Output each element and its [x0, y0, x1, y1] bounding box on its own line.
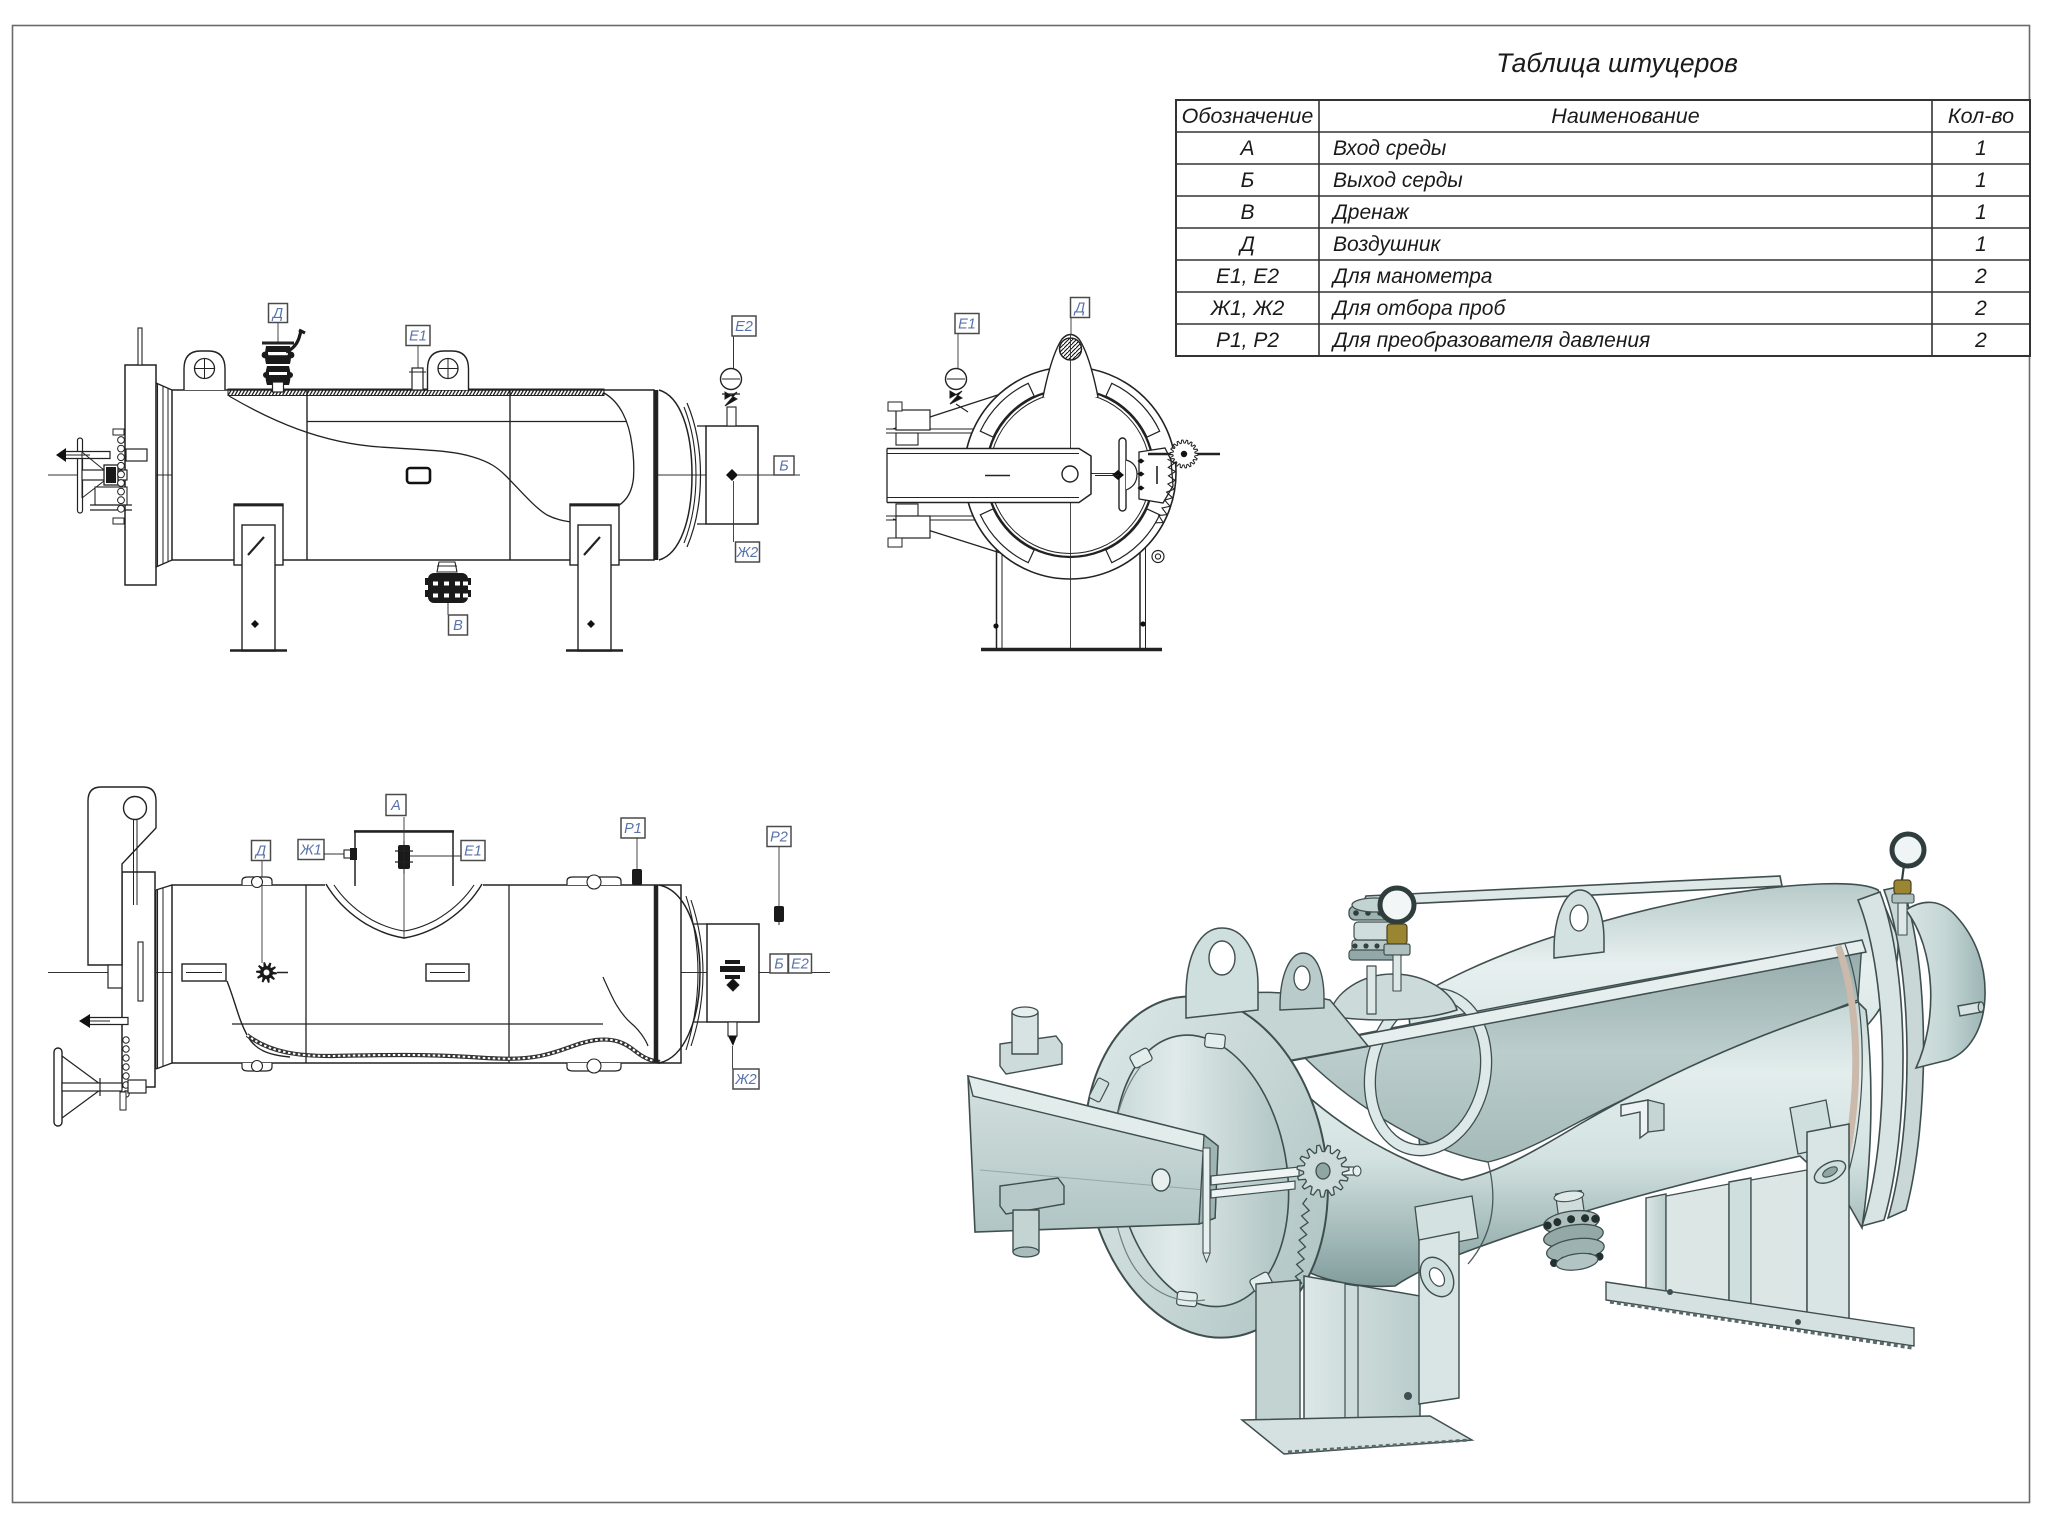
- svg-text:Ж2: Ж2: [736, 545, 758, 561]
- svg-text:В: В: [1240, 201, 1254, 224]
- svg-text:2: 2: [1974, 329, 1987, 352]
- svg-text:Д: Д: [1073, 301, 1085, 317]
- svg-text:Б: Б: [774, 957, 783, 973]
- svg-text:Е1: Е1: [464, 844, 482, 860]
- svg-text:Дренаж: Дренаж: [1331, 201, 1410, 224]
- svg-text:Ж1: Ж1: [299, 843, 321, 859]
- svg-text:Ж2: Ж2: [734, 1072, 756, 1088]
- svg-text:Наименование: Наименование: [1551, 104, 1699, 128]
- svg-text:Для преобразователя давления: Для преобразователя давления: [1331, 329, 1650, 352]
- svg-text:Д: Д: [271, 306, 283, 322]
- svg-text:Д: Д: [254, 844, 266, 860]
- svg-text:Б: Б: [1241, 169, 1255, 192]
- svg-text:1: 1: [1975, 201, 1987, 224]
- svg-text:В: В: [453, 618, 463, 634]
- svg-text:Для отбора проб: Для отбора проб: [1331, 297, 1506, 320]
- svg-text:Р1: Р1: [624, 821, 642, 837]
- svg-text:1: 1: [1975, 233, 1987, 256]
- svg-text:Е2: Е2: [735, 319, 753, 335]
- svg-text:Кол-во: Кол-во: [1948, 104, 2014, 128]
- svg-text:Е2: Е2: [791, 957, 809, 973]
- svg-text:Вход среды: Вход среды: [1333, 137, 1447, 160]
- svg-text:2: 2: [1974, 265, 1987, 288]
- svg-text:Е1, Е2: Е1, Е2: [1216, 265, 1279, 288]
- svg-text:1: 1: [1975, 137, 1987, 160]
- svg-text:Таблица штуцеров: Таблица штуцеров: [1496, 48, 1738, 78]
- svg-text:Е1: Е1: [409, 329, 427, 345]
- svg-text:Е1: Е1: [958, 317, 976, 333]
- svg-text:2: 2: [1974, 297, 1987, 320]
- svg-text:1: 1: [1975, 169, 1987, 192]
- svg-text:Р2: Р2: [770, 830, 788, 846]
- svg-text:А: А: [390, 798, 401, 814]
- svg-text:Воздушник: Воздушник: [1333, 233, 1442, 256]
- svg-text:А: А: [1238, 137, 1254, 160]
- svg-text:Для манометра: Для манометра: [1331, 265, 1492, 288]
- svg-text:Д: Д: [1238, 233, 1255, 256]
- svg-text:Обозначение: Обозначение: [1182, 104, 1314, 128]
- svg-text:Р1, Р2: Р1, Р2: [1216, 329, 1279, 352]
- svg-text:Б: Б: [779, 459, 788, 475]
- svg-text:Выход серды: Выход серды: [1333, 169, 1463, 192]
- svg-text:Ж1, Ж2: Ж1, Ж2: [1210, 297, 1285, 320]
